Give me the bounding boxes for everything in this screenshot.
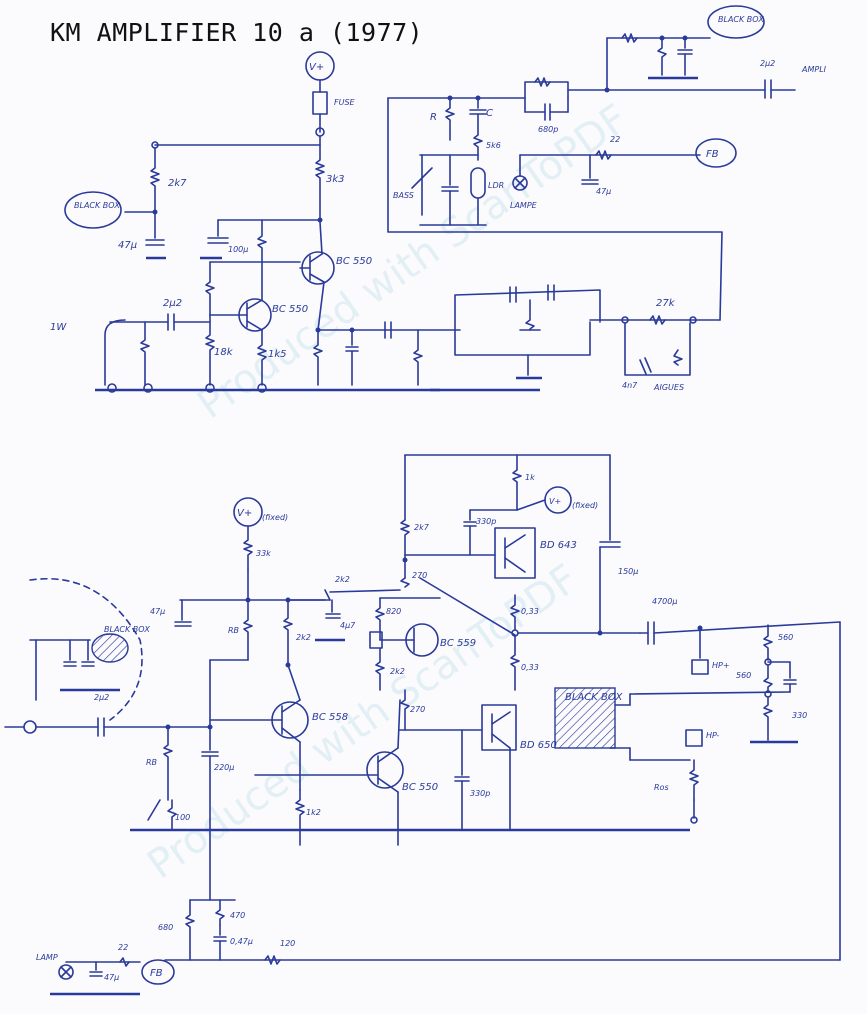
fixed-right-label: (fixed)	[572, 501, 598, 510]
r-033-upper-label: 0,33	[521, 607, 539, 616]
c-4700u-label: 4700µ	[652, 597, 677, 606]
r-22-label: 22	[610, 135, 620, 144]
r-120-label: 120	[280, 939, 295, 948]
c-2u2-out-label: 2µ2	[760, 59, 775, 68]
r-820-label: 820	[386, 607, 401, 616]
lamp-bottom	[58, 964, 74, 980]
r-100-label: 100	[175, 813, 190, 822]
r-ros-label: Ros	[654, 783, 669, 792]
r-33k-label: 33k	[256, 549, 271, 558]
black-box-bubble-top	[64, 191, 122, 229]
r-1k5-label: 1k5	[268, 349, 287, 360]
bd650-label: BD 650	[520, 740, 557, 751]
lampe-label: LAMPE	[510, 201, 538, 210]
ampli-label: AMPLI	[801, 65, 827, 74]
r-2k7-power-label: 2k7	[414, 523, 430, 532]
bd643	[494, 527, 536, 579]
bd650	[481, 704, 517, 751]
c-100u-label: 100µ	[228, 245, 248, 254]
bc550-upper-label: BC 550	[336, 256, 372, 267]
vplus-fixed-right-label: V+	[549, 497, 561, 506]
fuse	[312, 91, 328, 115]
r-label: R	[430, 112, 437, 123]
fixed-left-label: (fixed)	[262, 513, 288, 522]
c-4n7-label: 4n7	[622, 381, 638, 390]
lamp-top	[512, 175, 528, 191]
black-box-bubble-top-right	[707, 5, 765, 39]
bc550-power-label: BC 550	[402, 782, 438, 793]
vplus-fixed-left-label: V+	[237, 508, 252, 519]
lamp-bottom-label: LAMP	[36, 953, 58, 962]
vplus-label: V+	[309, 62, 324, 73]
r-2k2-left-label: 2k2	[296, 633, 311, 642]
r-330-label: 330	[792, 711, 807, 720]
black-box-bottom	[554, 687, 616, 749]
c-4u7-label: 4µ7	[340, 621, 356, 630]
fb-bubble-bottom	[141, 959, 175, 985]
svg-text:Produced with ScanToPDF: Produced with ScanToPDF	[139, 556, 586, 888]
r-560-upper-label: 560	[778, 633, 793, 642]
bc550-power	[366, 751, 404, 789]
speaker-hp-minus	[685, 729, 703, 747]
c-47u-lamp-label: 47µ	[596, 187, 611, 196]
c-label: C	[486, 108, 493, 119]
bc550-lower-label: BC 550	[272, 304, 308, 315]
fb-bubble-top	[695, 138, 737, 168]
r-18k-label: 18k	[214, 347, 234, 358]
c-150u-label: 150µ	[618, 567, 638, 576]
c-220u-label: 220µ	[214, 763, 234, 772]
r-2k2-top-label: 2k2	[335, 575, 350, 584]
c-47u-label: 47µ	[118, 240, 137, 251]
r-680-label: 680	[158, 923, 173, 932]
r-2k2-mid-label: 2k2	[390, 667, 405, 676]
c-47u-bottom-label: 47µ	[150, 607, 165, 616]
c-47u-lamp-bottom-label: 47µ	[104, 973, 119, 982]
r-1k-label: 1k	[525, 473, 535, 482]
hp-minus-label: HP-	[706, 731, 719, 740]
r-22-bottom-label: 22	[118, 943, 128, 952]
input-1w-label: 1W	[50, 322, 67, 333]
preamp-section: V+ FUSE 3k3 2k7 BLACK BOX 47µ	[50, 5, 827, 393]
bass-label: BASS	[393, 191, 414, 200]
speaker-hp-plus	[691, 659, 709, 675]
r-033-lower-label: 0,33	[521, 663, 539, 672]
c-680p-label: 680p	[538, 125, 558, 134]
r-470-label: 470	[230, 911, 245, 920]
bd643-label: BD 643	[540, 540, 577, 551]
rb-upper-label: RB	[228, 626, 239, 635]
r-5k6-label: 5k6	[486, 141, 501, 150]
page-title: KM AMPLIFIER 10 a (1977)	[50, 18, 424, 47]
black-box-top-label: BLACK BOX	[74, 201, 120, 210]
hp-plus-label: HP+	[712, 661, 730, 670]
r-1k2-label: 1k2	[306, 808, 321, 817]
r-560-lower-label: 560	[736, 671, 751, 680]
r-3k3-label: 3k3	[326, 174, 345, 185]
aigues-label: AIGUES	[653, 383, 684, 392]
black-box-bottom-label: BLACK BOX	[565, 692, 623, 703]
c-330p-upper-label: 330p	[476, 517, 496, 526]
r-27k-label: 27k	[656, 298, 676, 309]
c-2u2-input-label: 2µ2	[94, 693, 109, 702]
fuse-label: FUSE	[334, 98, 356, 107]
fb-bottom-label: FB	[150, 968, 163, 979]
power-amp-section: V+ (fixed) 33k 47µ RB 2k2 2k2	[4, 454, 841, 996]
r-2k7-label: 2k7	[168, 178, 187, 189]
rb-lower-label: RB	[146, 758, 157, 767]
r-270-lower-label: 270	[410, 705, 425, 714]
bc559-label: BC 559	[440, 638, 476, 649]
black-box-bubble-input	[91, 633, 129, 663]
bc558-label: BC 558	[312, 712, 348, 723]
fb-top-label: FB	[706, 149, 719, 160]
r-270-upper-label: 270	[412, 571, 427, 580]
c-2u2-label: 2µ2	[163, 298, 182, 309]
black-box-top-right-label: BLACK BOX	[718, 15, 764, 24]
c-330p-lower-label: 330p	[470, 789, 490, 798]
c-047-label: 0,47µ	[230, 937, 253, 946]
black-box-input-label: BLACK BOX	[104, 625, 150, 634]
diode-ldr	[369, 631, 383, 649]
ldr-label: LDR	[488, 181, 504, 190]
